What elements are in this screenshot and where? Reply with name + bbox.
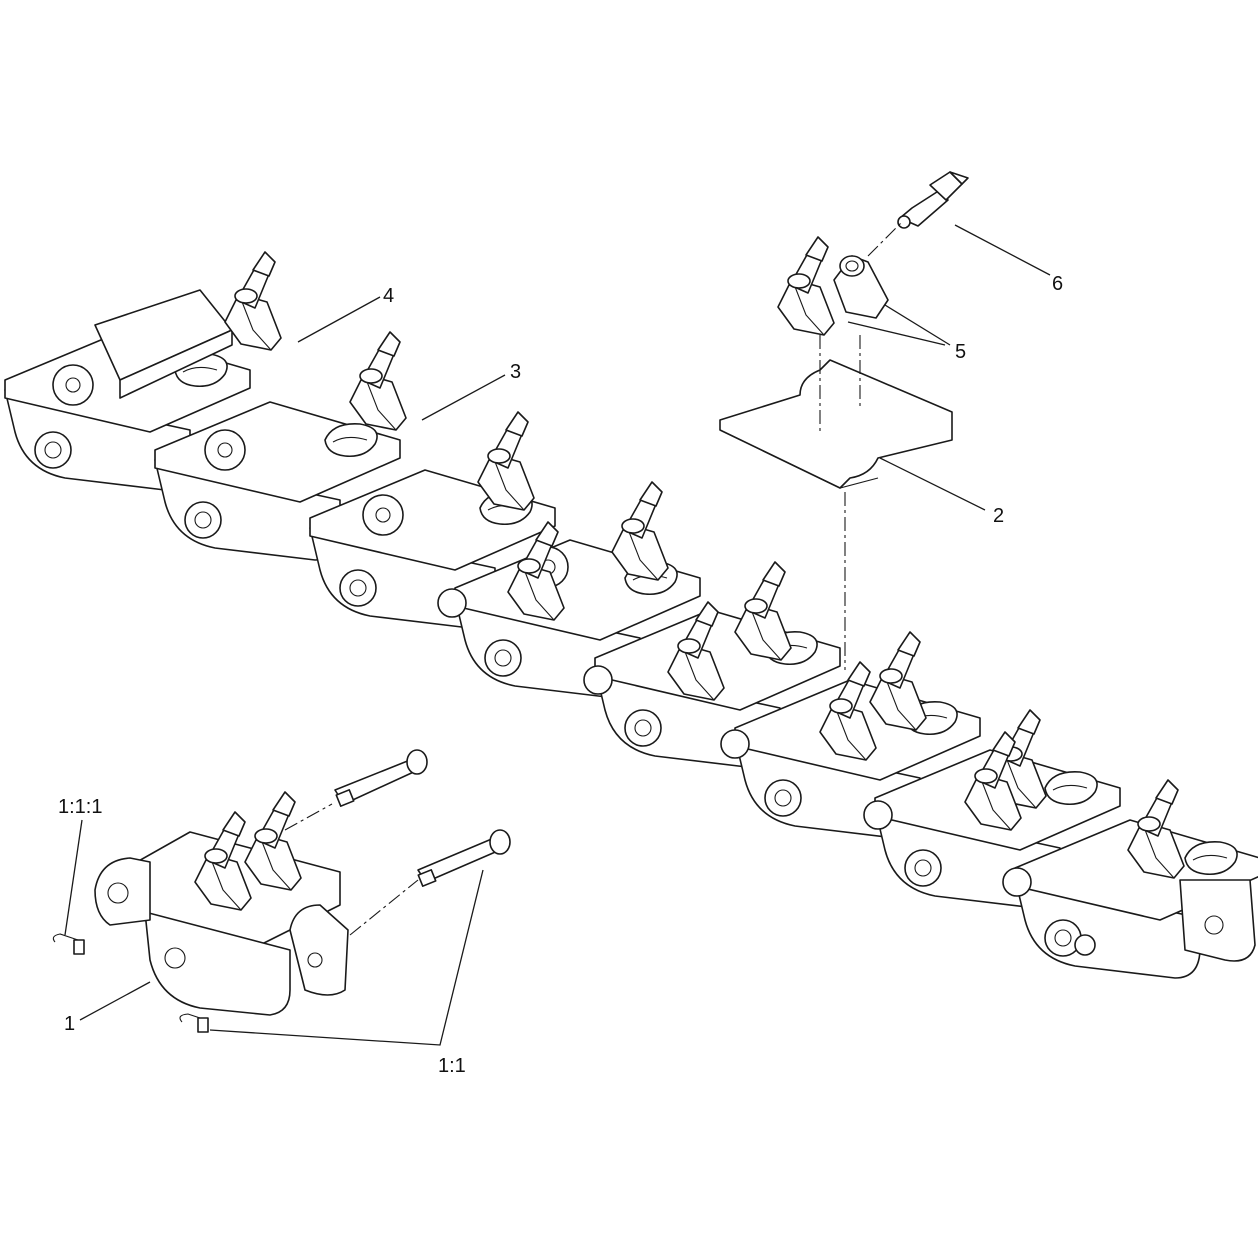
callout-5: 5: [955, 341, 966, 363]
callout-4: 4: [383, 285, 394, 307]
callout-1: 1: [64, 1013, 75, 1035]
callout-labels: 6 5 2 3 4 1:1:1 1 1:1: [58, 273, 1063, 1077]
cotter-keys: [52, 933, 209, 1033]
pick-part-6: [897, 171, 969, 229]
holder-part-5: [777, 236, 889, 336]
leader-lines: [64, 224, 1051, 1046]
callout-6: 6: [1052, 273, 1063, 295]
explode-lines: [284, 221, 903, 936]
callout-2: 2: [993, 505, 1004, 527]
pins: [334, 749, 511, 887]
link-part-1: [94, 791, 349, 1016]
callout-1-1: 1:1: [438, 1055, 466, 1077]
callout-1-1-1: 1:1:1: [58, 796, 102, 818]
callout-3: 3: [510, 361, 521, 383]
plate-part-2: [719, 359, 953, 489]
